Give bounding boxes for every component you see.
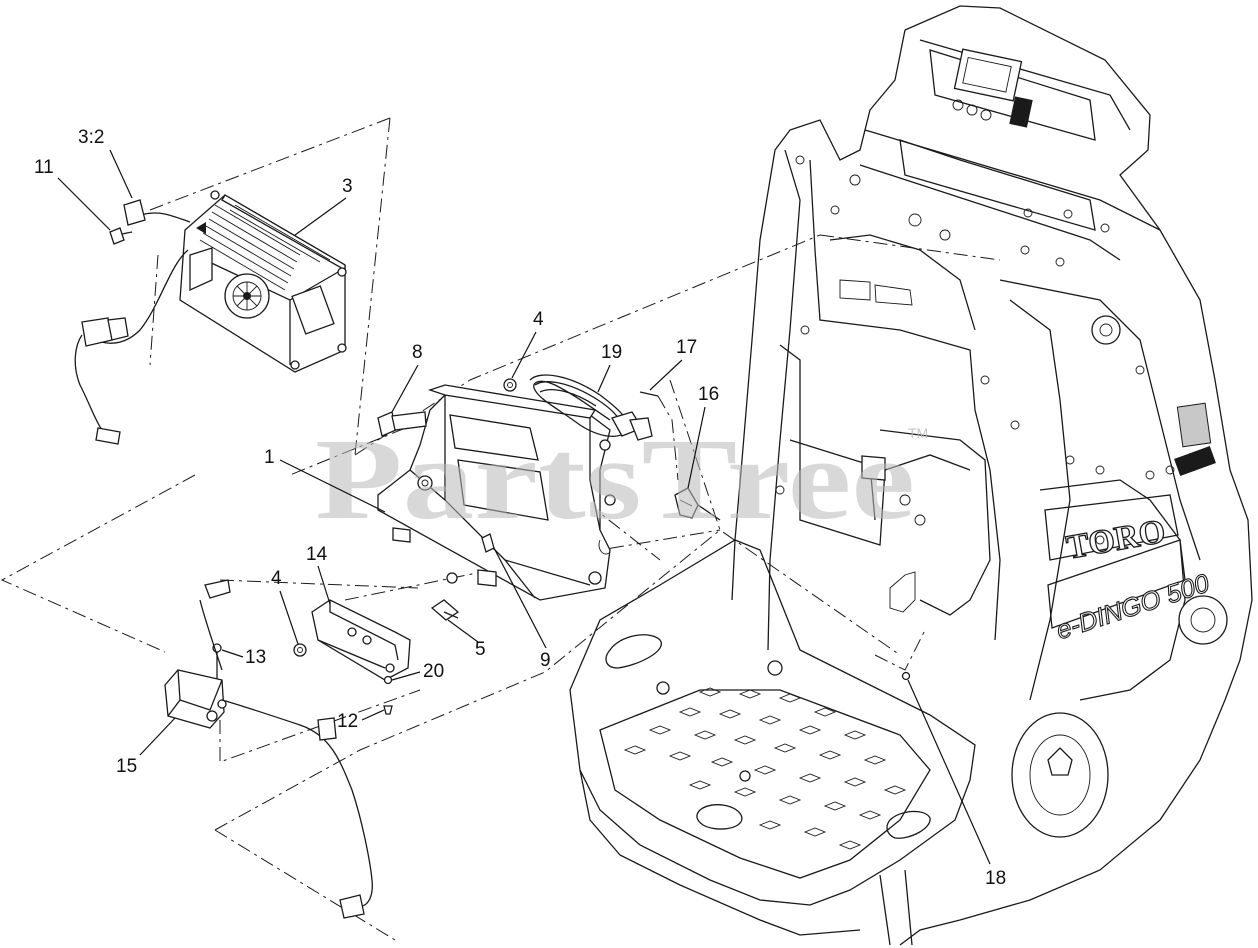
callout-19: 19 bbox=[597, 342, 622, 393]
callout-11: 11 bbox=[34, 157, 111, 231]
receptacle-16 bbox=[674, 487, 721, 521]
mounting-bracket bbox=[377, 384, 616, 601]
frame-holes bbox=[775, 155, 1175, 545]
alignment-lines bbox=[0, 117, 1001, 941]
svg-text:13: 13 bbox=[245, 647, 266, 668]
callout-4-upper: 4 bbox=[511, 309, 544, 379]
svg-text:5: 5 bbox=[475, 639, 486, 660]
callout-3-2: 3:2 bbox=[78, 127, 133, 199]
svg-text:17: 17 bbox=[676, 337, 697, 358]
callout-18: 18 bbox=[907, 679, 1006, 889]
svg-text:3:2: 3:2 bbox=[78, 127, 104, 148]
svg-text:15: 15 bbox=[116, 756, 137, 777]
callout-14: 14 bbox=[306, 544, 331, 605]
battery-charger bbox=[179, 190, 347, 373]
connector-plug bbox=[123, 199, 146, 226]
pin-17 bbox=[639, 391, 679, 481]
svg-text:8: 8 bbox=[412, 342, 423, 363]
callout-5: 5 bbox=[447, 619, 486, 660]
small-bracket bbox=[311, 599, 411, 681]
callout-labels: 3:2 11 3 4 8 19 17 16 bbox=[34, 127, 1006, 889]
callout-4-lower: 4 bbox=[271, 568, 299, 645]
tread-pattern bbox=[623, 687, 907, 850]
display-screen bbox=[953, 48, 1023, 102]
fastener-12 bbox=[383, 705, 393, 715]
bolt-8 bbox=[377, 411, 427, 437]
svg-text:PartsTree: PartsTree bbox=[315, 416, 915, 544]
callout-8: 8 bbox=[391, 342, 423, 413]
svg-text:18: 18 bbox=[985, 868, 1006, 889]
svg-text:9: 9 bbox=[540, 650, 551, 671]
svg-text:4: 4 bbox=[271, 568, 282, 589]
svg-text:16: 16 bbox=[698, 384, 719, 405]
svg-text:TM: TM bbox=[908, 425, 928, 441]
callout-16: 16 bbox=[687, 384, 719, 489]
grommet-18 bbox=[901, 671, 911, 681]
callout-9: 9 bbox=[493, 547, 551, 671]
svg-text:14: 14 bbox=[306, 544, 328, 565]
svg-text:3: 3 bbox=[342, 176, 353, 197]
callout-15: 15 bbox=[116, 717, 176, 777]
svg-text:20: 20 bbox=[423, 661, 444, 682]
fastener-20 bbox=[383, 675, 393, 685]
callout-3: 3 bbox=[294, 176, 353, 236]
callout-13: 13 bbox=[221, 647, 266, 668]
nut-4-lower bbox=[293, 643, 307, 657]
power-cord bbox=[529, 374, 653, 441]
callout-12: 12 bbox=[337, 709, 385, 732]
clip-5 bbox=[430, 599, 460, 621]
electrical-module bbox=[164, 579, 373, 919]
heatsink-fins bbox=[199, 204, 331, 291]
svg-text:11: 11 bbox=[34, 157, 54, 178]
svg-text:12: 12 bbox=[337, 711, 358, 732]
floor-plate bbox=[569, 539, 976, 946]
bolt-11 bbox=[109, 227, 133, 245]
callout-17: 17 bbox=[649, 337, 697, 391]
svg-text:4: 4 bbox=[533, 309, 544, 330]
brand-decal: TORO bbox=[1044, 494, 1179, 567]
watermark: PartsTree TM bbox=[315, 416, 928, 544]
svg-text:1: 1 bbox=[264, 447, 275, 468]
nut-4-upper bbox=[503, 378, 517, 392]
callout-1: 1 bbox=[264, 447, 386, 513]
svg-text:19: 19 bbox=[601, 342, 622, 363]
callout-20: 20 bbox=[391, 661, 444, 682]
charger-cable bbox=[74, 199, 191, 445]
svg-text:TORO: TORO bbox=[1064, 513, 1168, 567]
